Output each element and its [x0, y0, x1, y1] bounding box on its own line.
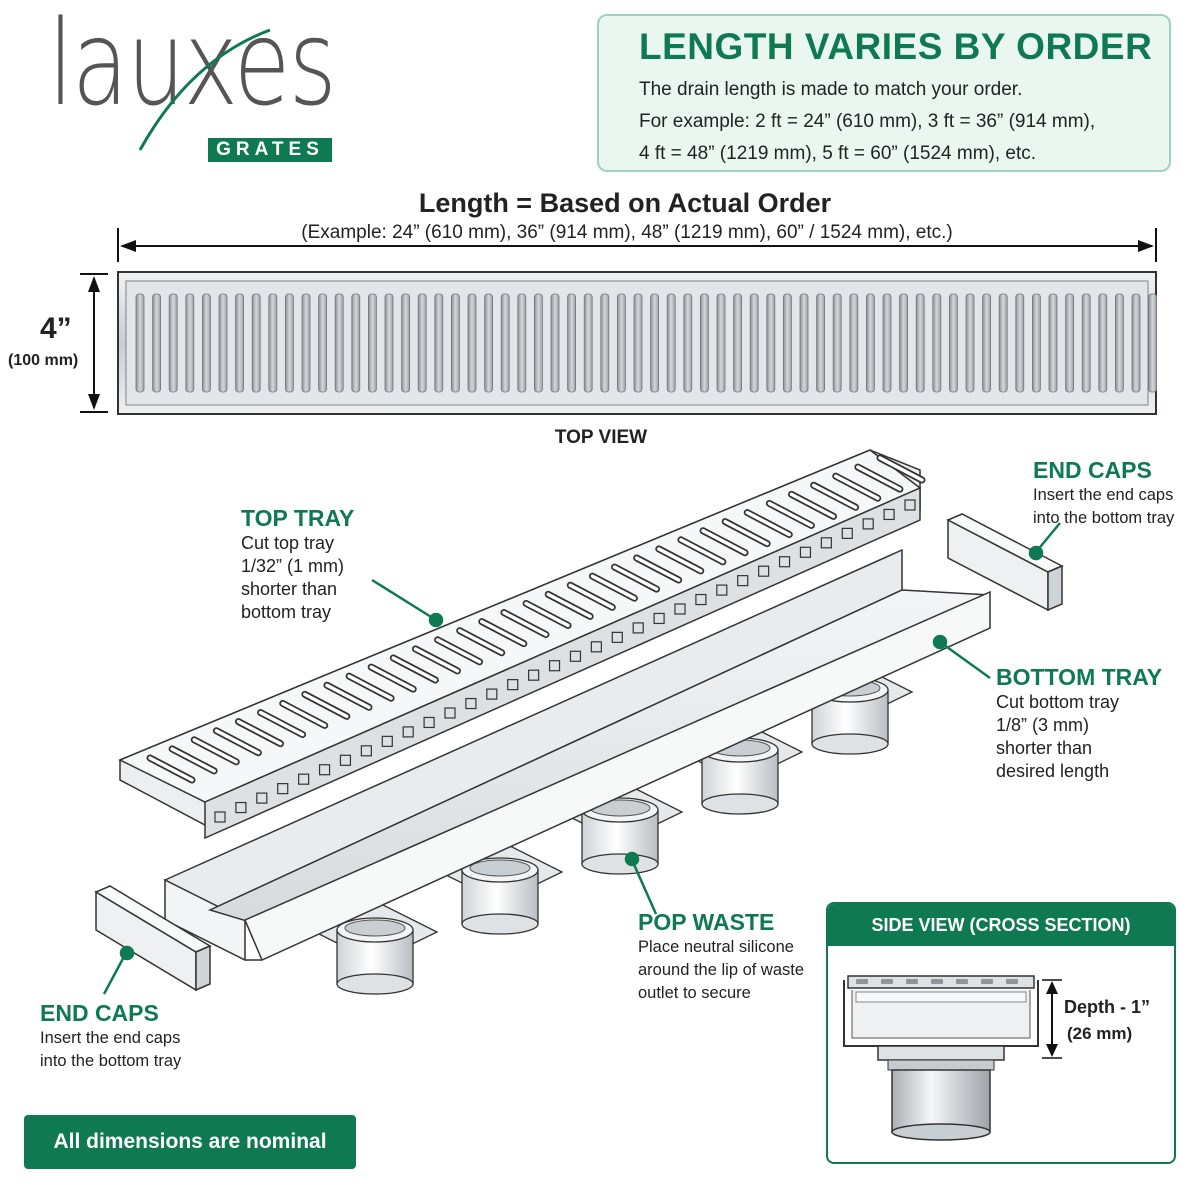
callout-bottom-tray: BOTTOM TRAY Cut bottom tray 1/8” (3 mm) … — [996, 664, 1162, 783]
callout-end-caps-left: END CAPS Insert the end caps into the bo… — [40, 1000, 181, 1073]
top-tray-text-4: bottom tray — [241, 602, 332, 622]
width-dimension-arrow — [80, 273, 108, 413]
top-tray-text-1: Cut top tray — [241, 533, 335, 553]
nominal-dimensions-note: All dimensions are nominal — [24, 1115, 356, 1169]
length-example: (Example: 24” (610 mm), 36” (914 mm), 48… — [301, 222, 953, 243]
exploded-assembly-drawing — [94, 449, 1064, 995]
top-view-drawing — [80, 228, 1157, 415]
depth-mm-value: (26 mm) — [1067, 1024, 1133, 1043]
top-tray-text-3: shorter than — [241, 579, 338, 599]
logo-tag: GRATES — [208, 138, 332, 162]
top-tray-title: TOP TRAY — [241, 505, 355, 531]
pop-waste-text-1: Place neutral silicone — [638, 938, 794, 956]
callout-top-tray: TOP TRAY Cut top tray 1/32” (1 mm) short… — [241, 505, 354, 624]
end-caps-right-text-2: into the bottom tray — [1033, 509, 1175, 527]
info-text: The drain length is made to match your o… — [639, 74, 1153, 170]
width-inches: 4” — [40, 312, 72, 345]
info-title: LENGTH VARIES BY ORDER — [639, 26, 1153, 67]
top-view-label: TOP VIEW — [554, 427, 648, 448]
top-tray-slots — [146, 454, 926, 823]
info-line-2: For example: 2 ft = 24” (610 mm), 3 ft =… — [639, 111, 1096, 132]
depth-value: Depth - 1” — [1064, 997, 1151, 1017]
bottom-tray-text-1: Cut bottom tray — [996, 692, 1120, 712]
end-caps-right-title: END CAPS — [1033, 457, 1152, 483]
end-caps-left-title: END CAPS — [40, 1000, 159, 1026]
top-tray-text-2: 1/32” (1 mm) — [241, 556, 345, 576]
length-dimension-arrow — [117, 228, 1157, 262]
length-info-box: LENGTH VARIES BY ORDER The drain length … — [597, 14, 1171, 172]
width-mm: (100 mm) — [8, 352, 79, 369]
pop-waste-text-3: outlet to secure — [638, 984, 751, 1002]
bottom-tray — [163, 548, 991, 962]
end-caps-right-text-1: Insert the end caps — [1033, 486, 1174, 504]
pop-waste-title: POP WASTE — [638, 909, 775, 935]
end-caps-left-text-2: into the bottom tray — [40, 1052, 182, 1070]
length-title: Length = Based on Actual Order — [418, 188, 832, 218]
pop-waste-text-2: around the lip of waste — [638, 961, 805, 979]
logo-swoosh — [138, 28, 271, 151]
side-view-title: SIDE VIEW (CROSS SECTION) — [828, 904, 1174, 946]
top-tray — [118, 449, 926, 840]
bottom-tray-text-2: 1/8” (3 mm) — [996, 715, 1090, 735]
bottom-tray-text-4: desired length — [996, 761, 1110, 781]
side-view-drawing — [843, 975, 1062, 1141]
logo-wordmark: lauxes — [48, 0, 337, 132]
bottom-tray-title: BOTTOM TRAY — [996, 664, 1163, 690]
callout-end-caps-right: END CAPS Insert the end caps into the bo… — [1033, 457, 1174, 530]
bottom-tray-text-3: shorter than — [996, 738, 1093, 758]
end-cap-left — [94, 885, 212, 992]
info-line-3: 4 ft = 48” (1219 mm), 5 ft = 60” (1524 m… — [639, 143, 1037, 164]
callout-pop-waste: POP WASTE Place neutral silicone around … — [638, 909, 804, 1005]
end-caps-left-text-1: Insert the end caps — [40, 1029, 181, 1047]
side-view-panel: SIDE VIEW (CROSS SECTION) — [826, 902, 1176, 1164]
grate-slots — [135, 293, 1157, 393]
info-line-1: The drain length is made to match your o… — [639, 79, 1023, 100]
